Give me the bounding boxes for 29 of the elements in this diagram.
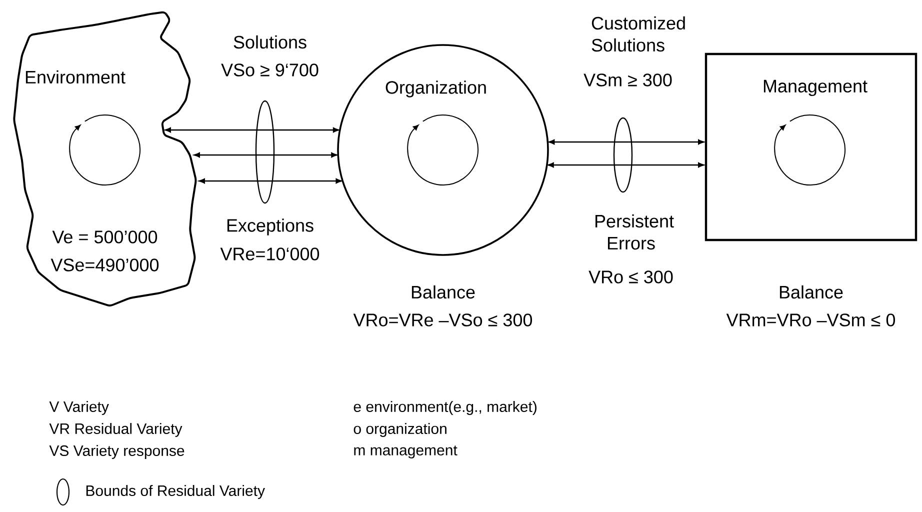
arrow-label: VSm ≥ 300 [584,74,672,86]
node-label: Environment [26,70,126,84]
node-label: Management [764,80,868,96]
arrow [194,152,338,158]
arrow-label: VRo ≤ 300 [588,270,673,284]
node-label: Ve = 500’000 [52,230,158,244]
arrow-label: VSo ≥ 9‘700 [221,64,318,76]
arrow-label: VRe=10‘000 [220,248,320,260]
balance-text: Balance [780,285,843,299]
arrow-label: Customized Solutions [592,16,685,52]
arrow-label: Solutions [234,35,306,49]
balance-text: VRo=VRe –VSo ≤ 300 [353,314,532,326]
arrow [198,178,342,184]
abbreviation-text: o organization [354,423,446,437]
arrow-label: Persistent Errors [596,214,674,250]
abbreviation-text: VR Residual Variety [49,423,182,437]
abbreviation-text: m management [354,446,458,458]
arrow [164,127,340,133]
abbreviation-text: e environment(e.g., market) [354,401,536,415]
arrow-label: Exceptions [227,218,314,236]
legend-text: Bounds of Residual Variety [86,485,265,499]
balance-text: VRm=VRo –VSm ≤ 0 [726,314,895,326]
arrow [548,139,704,145]
arrow [548,162,704,168]
abbreviation-text: V Variety [49,401,109,415]
node-label: VSe=490’000 [50,258,159,272]
abbreviation-text: VS Variety response [49,445,184,459]
balance-text: Balance [412,285,475,299]
node-label: Organization [386,80,486,98]
